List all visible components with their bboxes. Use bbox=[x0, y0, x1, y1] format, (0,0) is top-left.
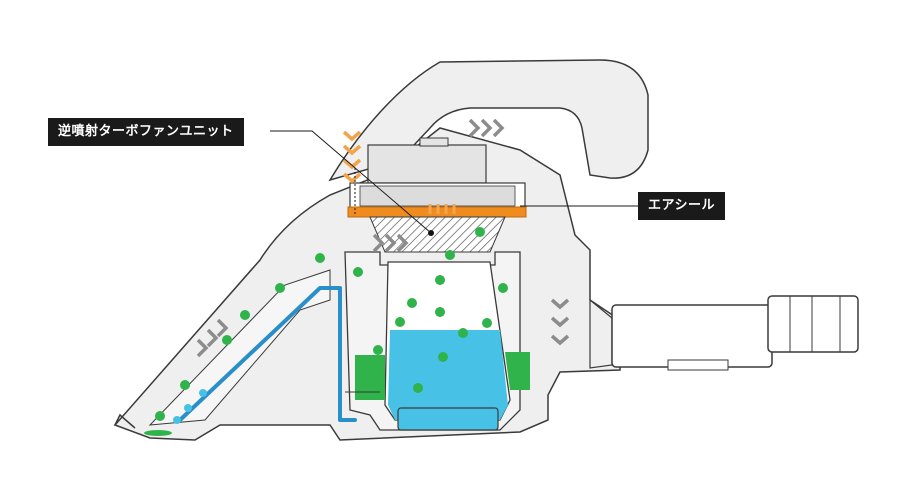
exhaust-chevrons-fan bbox=[372, 233, 409, 253]
handle bbox=[328, 59, 649, 182]
leader-lines bbox=[270, 130, 638, 234]
exhaust-chevrons-nozzle bbox=[196, 318, 229, 358]
tube-end bbox=[767, 295, 859, 353]
inlet-tube bbox=[178, 286, 357, 422]
chevron-right-icon bbox=[480, 118, 493, 138]
rear-tube bbox=[589, 295, 859, 371]
floor-dirt bbox=[144, 430, 172, 436]
water-tank bbox=[388, 330, 508, 420]
dirt-particles bbox=[155, 227, 508, 421]
chevron-down-icon bbox=[342, 144, 362, 156]
air-seal-label: エアシール bbox=[638, 192, 725, 220]
chevron-right-icon bbox=[206, 328, 219, 348]
fan-top-cap bbox=[367, 144, 487, 184]
chevron-right-icon bbox=[492, 118, 505, 138]
chevron-right-icon bbox=[372, 233, 385, 253]
chevron-down-icon bbox=[342, 158, 362, 170]
tube-connector bbox=[589, 298, 613, 369]
warm-airflow bbox=[428, 204, 456, 214]
tube-body bbox=[611, 304, 773, 368]
water-droplets bbox=[173, 389, 207, 424]
chevron-down-icon bbox=[550, 298, 570, 310]
exhaust-chevrons-top bbox=[468, 118, 505, 138]
chevron-down-icon bbox=[342, 130, 362, 142]
chevron-right-icon bbox=[384, 233, 397, 253]
chevron-right-icon bbox=[196, 338, 209, 358]
chevron-down-icon bbox=[550, 334, 570, 346]
nozzle-channel bbox=[148, 269, 331, 426]
chevron-right-icon bbox=[396, 233, 409, 253]
intake-chevrons bbox=[342, 130, 362, 184]
nozzle-lip bbox=[114, 413, 136, 429]
fan-inner bbox=[359, 185, 516, 207]
exhaust-chevrons-rear bbox=[550, 298, 570, 346]
fan-leader bbox=[270, 130, 432, 234]
chevron-right-icon bbox=[216, 318, 229, 338]
dirt-right bbox=[505, 352, 530, 390]
chevron-down-icon bbox=[550, 316, 570, 328]
dirt-left bbox=[355, 355, 385, 400]
chevron-right-icon bbox=[468, 118, 481, 138]
chevron-down-icon bbox=[342, 172, 362, 184]
fan-unit-label: 逆噴射ターボファンユニット bbox=[48, 118, 244, 146]
